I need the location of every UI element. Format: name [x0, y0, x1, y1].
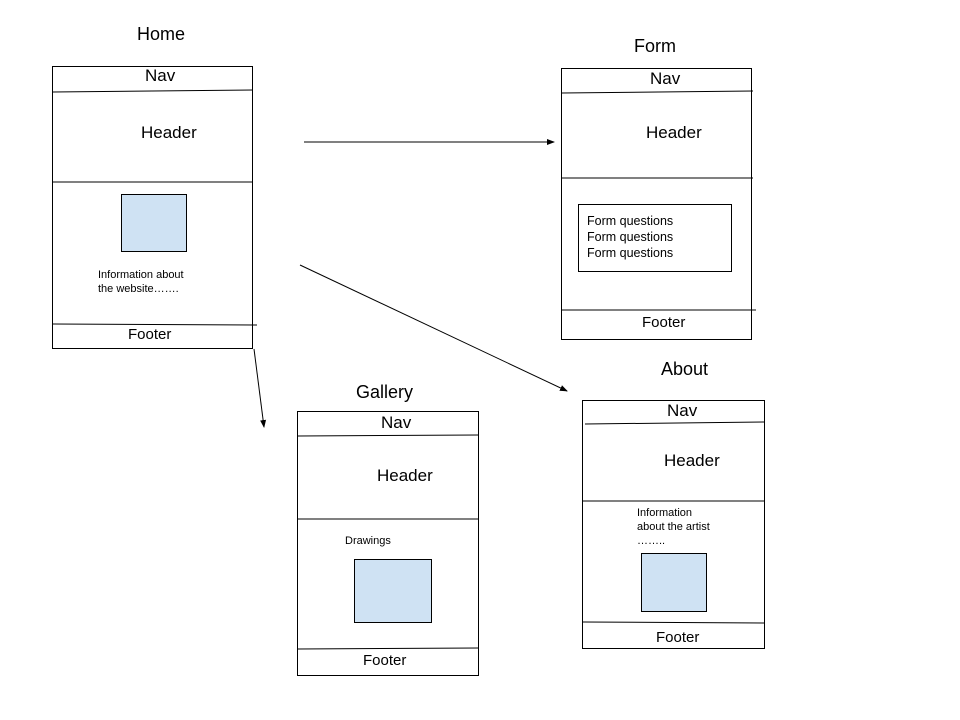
arrow-home-to-gallery [253, 348, 267, 428]
form-questions-box: Form questions Form questions Form quest… [578, 204, 732, 272]
about-footer-label: Footer [656, 629, 700, 646]
home-page-frame: Nav Header Information about the website… [52, 66, 253, 349]
gallery-page-frame: Nav Header Drawings Footer [297, 411, 479, 676]
gallery-title: Gallery [356, 382, 414, 402]
form-question: Form questions [587, 230, 674, 244]
gallery-image-placeholder [354, 559, 432, 623]
about-nav-label: Nav [667, 401, 698, 420]
gallery-nav-label: Nav [381, 413, 412, 432]
home-footer-label: Footer [128, 326, 172, 343]
form-nav-label: Nav [650, 69, 681, 88]
about-header-label: Header [664, 451, 720, 470]
about-info-text: Information about the artist …….. [637, 507, 710, 547]
form-question: Form questions [587, 214, 674, 228]
arrow-home-to-about [299, 264, 568, 392]
home-image-placeholder [121, 194, 187, 252]
gallery-header-label: Header [377, 466, 433, 485]
home-nav-label: Nav [145, 66, 176, 85]
form-header-label: Header [646, 123, 702, 142]
form-page-frame: Nav Header Form questions Form questions… [561, 68, 752, 340]
about-title: About [661, 359, 709, 379]
gallery-footer-label: Footer [363, 652, 407, 669]
form-title: Form [634, 36, 676, 56]
form-footer-label: Footer [642, 314, 686, 331]
about-image-placeholder [641, 553, 707, 612]
form-question: Form questions [587, 246, 674, 260]
about-page-frame: Nav Header Information about the artist … [582, 400, 765, 649]
home-header-label: Header [141, 123, 197, 142]
home-info-text: Information about the website……. [98, 269, 184, 295]
home-title: Home [137, 24, 186, 44]
gallery-drawings-label: Drawings [345, 535, 391, 547]
